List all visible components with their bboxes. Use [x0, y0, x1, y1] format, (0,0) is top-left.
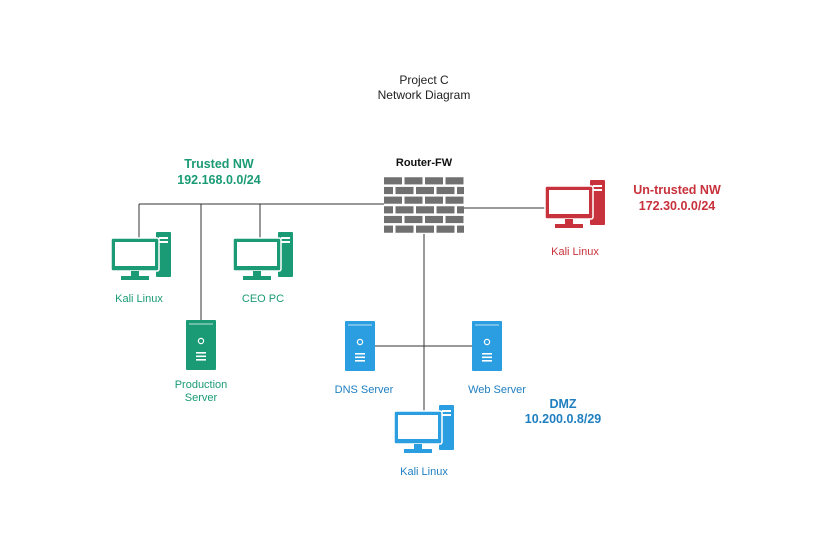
device-label: CEO PC	[242, 293, 284, 305]
trusted-kali-linux-node[interactable]: Kali Linux	[110, 231, 172, 305]
untrusted-zone-name: Un-trusted NW	[633, 183, 721, 197]
server-icon	[344, 320, 376, 372]
firewall-brick	[404, 215, 423, 224]
firewall-brick	[457, 206, 464, 214]
firewall-brick	[395, 186, 414, 195]
firewall-brick	[425, 177, 443, 185]
device-label: Kali Linux	[115, 293, 163, 305]
firewall-brick	[445, 196, 464, 204]
firewall-brick	[436, 186, 455, 195]
brick-firewall-icon	[384, 177, 464, 233]
firewall-brick	[384, 186, 393, 195]
server-icon	[185, 319, 217, 371]
firewall-brick	[384, 215, 402, 224]
diagram-title-line1: Project C	[399, 73, 449, 87]
dmz-web-server-node[interactable]: Web Server	[468, 320, 526, 396]
firewall-brick	[404, 196, 423, 204]
firewall-brick	[384, 177, 402, 185]
network-links	[138, 203, 547, 420]
firewall-brick	[436, 225, 455, 233]
device-label: Kali Linux	[400, 466, 448, 478]
device-label: DNS Server	[335, 384, 394, 396]
router-firewall[interactable]: Router-FW	[384, 157, 464, 233]
server-icon	[471, 320, 503, 372]
firewall-brick	[395, 225, 414, 233]
trusted-ceo-pc-node[interactable]: CEO PC	[232, 231, 294, 305]
firewall-brick	[445, 177, 464, 185]
firewall-label: Router-FW	[396, 157, 453, 169]
trusted-production-server-node[interactable]: Production Server	[175, 319, 228, 404]
diagram-title-line2: Network Diagram	[378, 88, 471, 102]
desktop-computer-icon	[393, 404, 455, 454]
firewall-brick	[457, 186, 464, 195]
firewall-brick	[416, 186, 434, 195]
device-label-line2: Server	[185, 392, 218, 404]
firewall-brick	[404, 177, 423, 185]
firewall-brick	[457, 225, 464, 233]
firewall-brick	[384, 206, 393, 214]
dmz-dns-server-node[interactable]: DNS Server	[335, 320, 394, 396]
dmz-zone-name: DMZ	[549, 397, 576, 411]
firewall-brick	[395, 206, 414, 214]
firewall-brick	[436, 206, 455, 214]
firewall-brick	[425, 196, 443, 204]
device-label: Kali Linux	[551, 246, 599, 258]
firewall-brick	[416, 225, 434, 233]
desktop-computer-icon	[110, 231, 172, 281]
trusted-zone-name: Trusted NW	[184, 157, 254, 171]
dmz-zone-subnet: 10.200.0.8/29	[525, 412, 602, 426]
desktop-computer-icon	[232, 231, 294, 281]
firewall-brick	[416, 206, 434, 214]
untrusted-zone-subnet: 172.30.0.0/24	[639, 199, 716, 213]
untrusted-kali-linux-node[interactable]: Kali Linux	[544, 179, 606, 258]
firewall-brick	[445, 215, 464, 224]
dmz-kali-linux-node[interactable]: Kali Linux	[393, 404, 455, 478]
firewall-brick	[384, 196, 402, 204]
desktop-computer-icon	[544, 179, 606, 229]
firewall-brick	[384, 225, 393, 233]
device-label-line1: Production	[175, 379, 228, 391]
device-label: Web Server	[468, 384, 526, 396]
trusted-zone-subnet: 192.168.0.0/24	[177, 173, 260, 187]
firewall-brick	[425, 215, 443, 224]
